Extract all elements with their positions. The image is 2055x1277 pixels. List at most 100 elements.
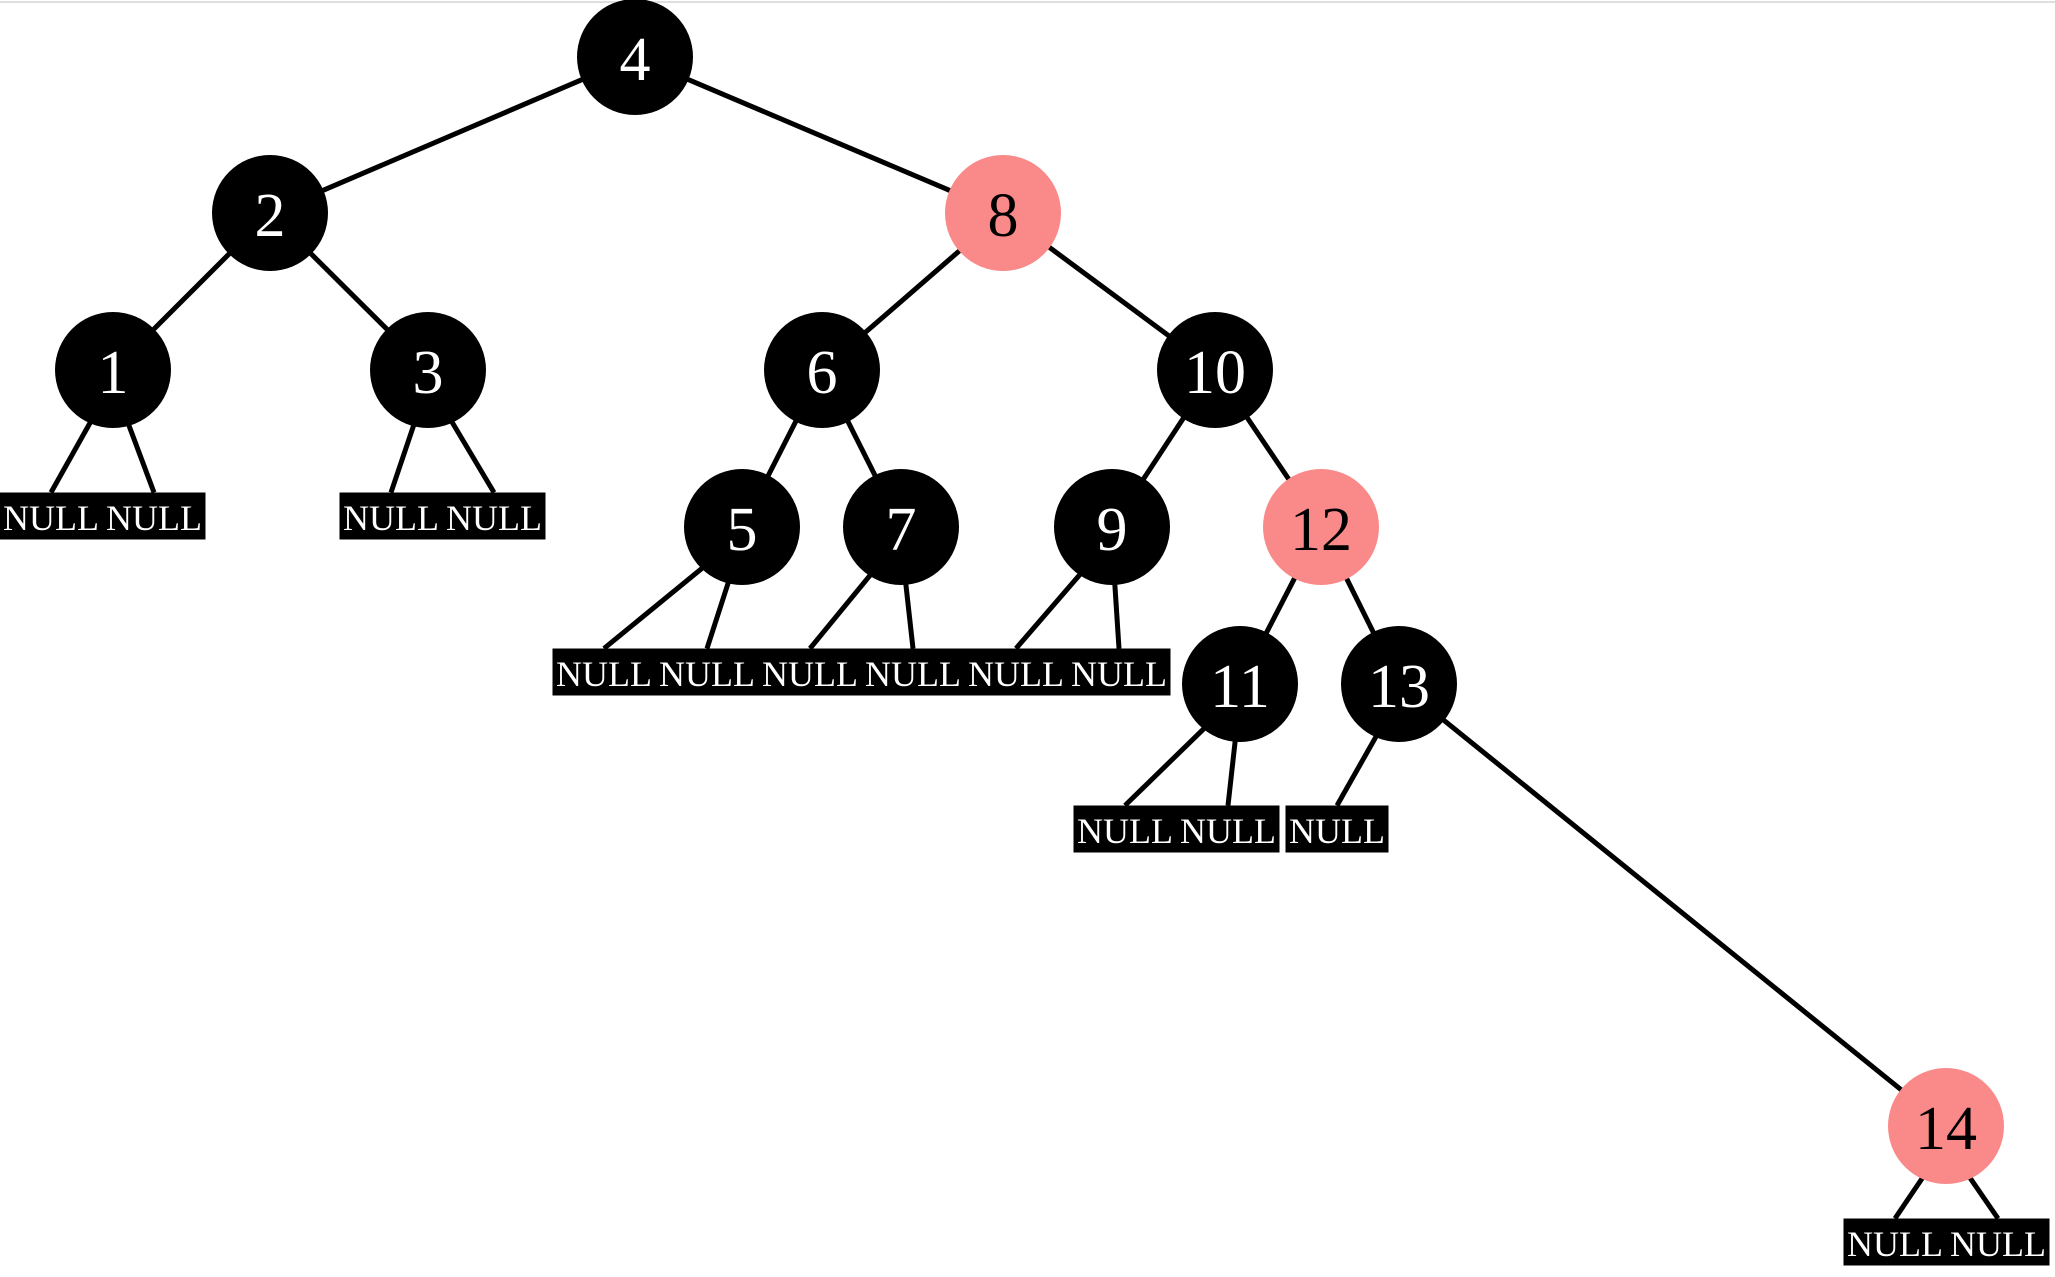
tree-edge	[1044, 242, 1174, 341]
node-label: 1	[98, 339, 129, 407]
null-leaf: NULL	[758, 648, 862, 696]
tree-edge	[763, 416, 801, 481]
tree-node-4[interactable]: 4	[577, 0, 693, 115]
tree-node-3[interactable]: 3	[370, 312, 486, 428]
tree-node-13[interactable]: 13	[1341, 626, 1457, 742]
tree-edge	[1014, 569, 1085, 651]
null-leaf: NULL	[1073, 805, 1177, 853]
node-circle-black[interactable]	[843, 469, 959, 585]
node-circle-black[interactable]	[1054, 469, 1170, 585]
null-leaf: NULL	[102, 492, 206, 540]
null-box	[758, 648, 862, 696]
tree-node-14[interactable]: 14	[1888, 1068, 2004, 1184]
tree-edge	[704, 578, 732, 650]
null-leaf: NULL	[861, 648, 965, 696]
edges-layer	[48, 75, 2001, 1220]
tree-edge	[860, 246, 965, 337]
tree-edge	[1112, 580, 1122, 649]
tree-edge	[902, 579, 916, 649]
tree-edge	[1334, 731, 1381, 807]
node-label: 11	[1210, 653, 1270, 721]
tree-edge	[602, 563, 707, 651]
node-circle-black[interactable]	[1341, 626, 1457, 742]
null-box	[1067, 648, 1171, 696]
tree-node-1[interactable]: 1	[55, 312, 171, 428]
tree-edge	[1892, 1173, 1927, 1220]
tree-node-6[interactable]: 6	[764, 312, 880, 428]
null-label: NULL	[446, 498, 542, 538]
null-leaf: NULL	[964, 648, 1068, 696]
tree-edge	[1139, 413, 1188, 484]
node-label: 7	[886, 496, 917, 564]
node-circle-black[interactable]	[684, 469, 800, 585]
null-leaf: NULL	[442, 492, 546, 540]
null-leaf: NULL	[1176, 805, 1280, 853]
tree-node-2[interactable]: 2	[212, 155, 328, 271]
null-leaf: NULL	[655, 648, 759, 696]
null-label: NULL	[1180, 811, 1276, 851]
node-circle-red[interactable]	[1888, 1068, 2004, 1184]
tree-node-9[interactable]: 9	[1054, 469, 1170, 585]
null-box	[1843, 1218, 1947, 1266]
null-label: NULL	[968, 654, 1064, 694]
null-leaf: NULL	[1843, 1218, 1947, 1266]
node-circle-black[interactable]	[370, 312, 486, 428]
tree-node-12[interactable]: 12	[1263, 469, 1379, 585]
tree-node-10[interactable]: 10	[1157, 312, 1273, 428]
tree-edge	[388, 420, 418, 494]
node-circle-black[interactable]	[55, 312, 171, 428]
null-box	[1073, 805, 1177, 853]
null-label: NULL	[343, 498, 439, 538]
null-box	[655, 648, 759, 696]
tree-edge	[1262, 573, 1299, 638]
tree-edge	[148, 248, 235, 335]
null-label: NULL	[1950, 1224, 2046, 1264]
null-box	[861, 648, 965, 696]
node-label: 4	[620, 26, 651, 94]
null-label: NULL	[1289, 811, 1385, 851]
tree-edge	[808, 570, 875, 651]
tree-node-8[interactable]: 8	[945, 155, 1061, 271]
node-label: 9	[1097, 496, 1128, 564]
node-circle-red[interactable]	[1263, 469, 1379, 585]
node-label: 5	[727, 496, 758, 564]
tree-edge	[306, 248, 392, 335]
tree-node-5[interactable]: 5	[684, 469, 800, 585]
null-label: NULL	[659, 654, 755, 694]
null-leaf: NULL	[552, 648, 656, 696]
tree-edge	[1342, 573, 1378, 638]
null-label: NULL	[3, 498, 99, 538]
null-box	[552, 648, 656, 696]
null-leaf: NULL	[1067, 648, 1171, 696]
null-box	[964, 648, 1068, 696]
node-circle-black[interactable]	[1157, 312, 1273, 428]
node-label: 14	[1915, 1095, 1977, 1163]
null-box	[102, 492, 206, 540]
tree-edge	[1242, 412, 1294, 485]
null-box	[339, 492, 443, 540]
tree-edge	[843, 416, 880, 481]
node-label: 13	[1368, 653, 1430, 721]
tree-edge	[447, 417, 497, 494]
null-leaf: NULL	[1946, 1218, 2050, 1266]
null-label: NULL	[1847, 1224, 1943, 1264]
node-label: 12	[1290, 496, 1352, 564]
node-circle-red[interactable]	[945, 155, 1061, 271]
null-label: NULL	[1071, 654, 1167, 694]
node-circle-black[interactable]	[764, 312, 880, 428]
tree-node-11[interactable]: 11	[1182, 626, 1298, 742]
null-box	[442, 492, 546, 540]
node-circle-black[interactable]	[1182, 626, 1298, 742]
null-leaf: NULL	[339, 492, 443, 540]
tree-node-7[interactable]: 7	[843, 469, 959, 585]
tree-edge	[683, 75, 955, 195]
node-circle-black[interactable]	[577, 0, 693, 115]
null-leaf: NULL	[0, 492, 103, 540]
node-circle-black[interactable]	[212, 155, 328, 271]
null-label: NULL	[762, 654, 858, 694]
tree-edge	[48, 417, 95, 494]
null-label: NULL	[106, 498, 202, 538]
